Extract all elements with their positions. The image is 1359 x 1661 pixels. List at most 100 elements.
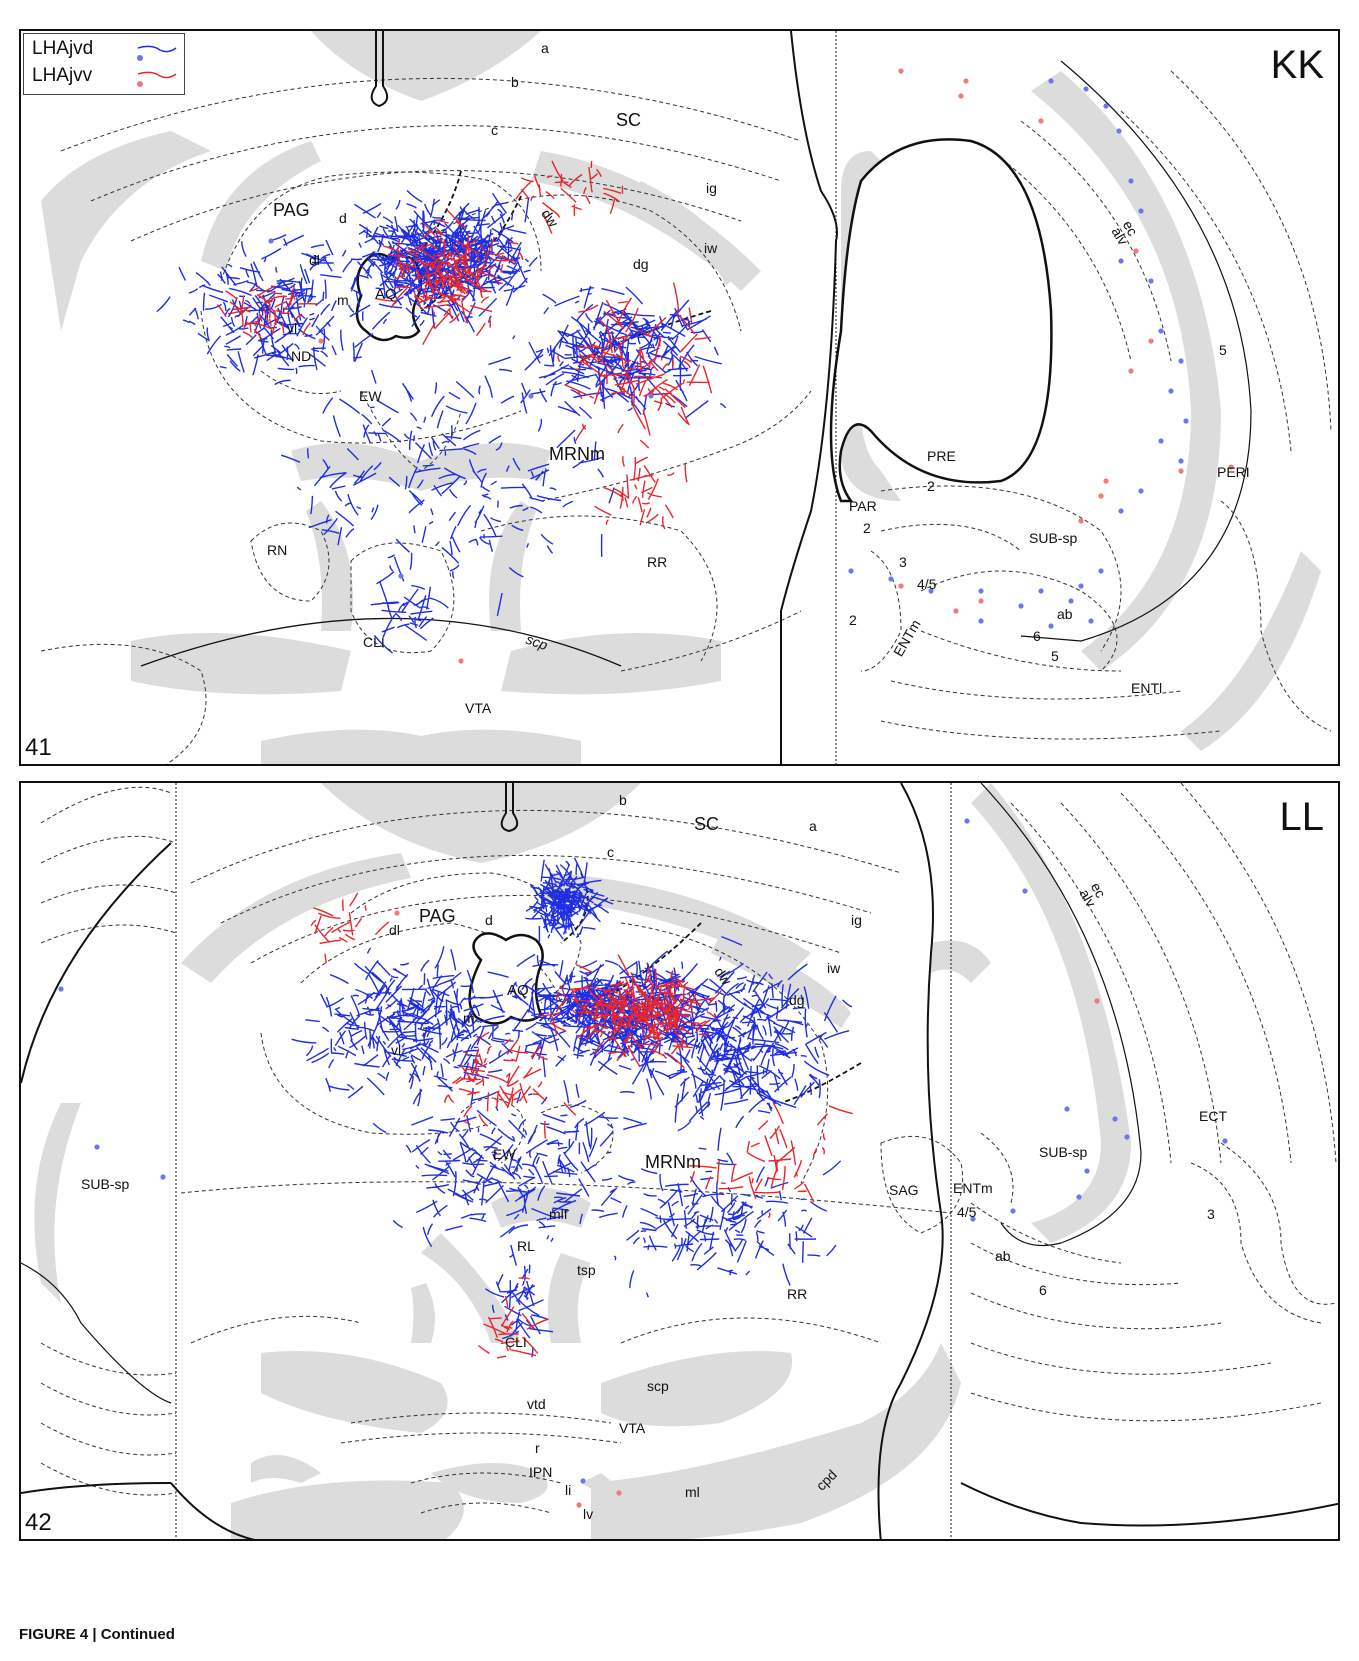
cell-dot bbox=[1038, 588, 1044, 594]
label-nd: ND bbox=[291, 348, 312, 364]
label-tsp: tsp bbox=[577, 1262, 596, 1278]
cell-dot bbox=[848, 568, 854, 574]
labelled-cells bbox=[58, 818, 1228, 1508]
atlas-panel-ll: LL 42 b SC a c PAG d dl ig iw dw dg AQ m… bbox=[19, 781, 1340, 1541]
cell-dot bbox=[160, 1174, 166, 1180]
legend-swatches bbox=[137, 45, 177, 87]
label-rr: RR bbox=[787, 1286, 808, 1302]
solid-outlines bbox=[21, 783, 1338, 1539]
cell-dot bbox=[1048, 78, 1054, 84]
label-5-a: 5 bbox=[1219, 342, 1227, 358]
cell-dot bbox=[1118, 508, 1124, 514]
label-ig: ig bbox=[851, 912, 862, 928]
label-rl: RL bbox=[517, 1238, 535, 1254]
cell-dot bbox=[648, 393, 654, 399]
cell-dot bbox=[963, 78, 969, 84]
cell-dot bbox=[1078, 583, 1084, 589]
cell-dot bbox=[1133, 248, 1139, 254]
cell-dot bbox=[898, 68, 904, 74]
label-r: r bbox=[535, 1440, 540, 1456]
cell-dot bbox=[1116, 128, 1122, 134]
atlas-drawing-ll bbox=[21, 783, 1338, 1539]
label-b: b bbox=[511, 74, 519, 90]
legend: LHAjvd LHAjvv bbox=[23, 33, 185, 95]
figure-caption: FIGURE 4 | Continued bbox=[19, 1626, 175, 1643]
cell-dot bbox=[1138, 488, 1144, 494]
cell-dot bbox=[1084, 1168, 1090, 1174]
cell-dot bbox=[1124, 1134, 1130, 1140]
fiber-tracts bbox=[41, 31, 1321, 764]
cell-dot bbox=[1078, 518, 1084, 524]
cell-dot bbox=[580, 1478, 586, 1484]
label-sub-sp-left: SUB-sp bbox=[81, 1176, 130, 1192]
label-4-5: 4/5 bbox=[957, 1204, 977, 1220]
label-sc: SC bbox=[616, 110, 642, 130]
label-lv: lv bbox=[583, 1506, 594, 1522]
label-c: c bbox=[491, 122, 498, 138]
cell-dot bbox=[1178, 458, 1184, 464]
panel-corner-label: LL bbox=[1279, 795, 1325, 839]
cell-dot bbox=[1098, 493, 1104, 499]
label-c: c bbox=[607, 844, 614, 860]
cell-dot bbox=[398, 573, 404, 579]
atlas-panel-kk: LHAjvd LHAjvv KK 41 a b c SC ig iw dw dg… bbox=[19, 29, 1340, 766]
cell-dot bbox=[1018, 603, 1024, 609]
label-cli: CLI bbox=[363, 634, 385, 650]
cell-dot bbox=[978, 598, 984, 604]
label-entl: ENTl bbox=[1131, 680, 1163, 696]
cell-dot bbox=[1138, 208, 1144, 214]
label-rr: RR bbox=[647, 554, 668, 570]
label-m: m bbox=[463, 1010, 475, 1026]
label-a: a bbox=[541, 40, 549, 56]
cell-dot bbox=[1068, 598, 1074, 604]
cell-dot bbox=[1158, 328, 1164, 334]
label-iw: iw bbox=[704, 240, 718, 256]
cell-dot bbox=[1064, 1106, 1070, 1112]
label-ect: ECT bbox=[1199, 1108, 1227, 1124]
label-dg: dg bbox=[789, 992, 805, 1008]
label-d: d bbox=[339, 210, 347, 226]
cell-dot bbox=[1158, 438, 1164, 444]
cell-dot bbox=[394, 910, 400, 916]
section-number: 41 bbox=[25, 734, 52, 761]
cell-dot bbox=[1022, 888, 1028, 894]
section-number: 42 bbox=[25, 1509, 52, 1536]
label-pre: PRE bbox=[927, 448, 956, 464]
label-sc: SC bbox=[694, 814, 720, 834]
label-2-b: 2 bbox=[863, 520, 871, 536]
label-sub-sp-right: SUB-sp bbox=[1039, 1144, 1088, 1160]
label-ab: ab bbox=[1057, 606, 1073, 622]
label-iw: iw bbox=[827, 960, 841, 976]
label-b: b bbox=[619, 792, 627, 808]
cell-dot bbox=[1228, 464, 1234, 470]
label-2-a: 2 bbox=[927, 478, 935, 494]
cell-dot bbox=[978, 588, 984, 594]
cell-dot bbox=[1128, 178, 1134, 184]
cell-dot bbox=[94, 1144, 100, 1150]
cell-dot bbox=[928, 588, 934, 594]
cell-dot bbox=[898, 583, 904, 589]
label-ipn: IPN bbox=[529, 1464, 553, 1480]
label-2-c: 2 bbox=[849, 612, 857, 628]
label-a: a bbox=[809, 818, 817, 834]
panel-corner-label: KK bbox=[1270, 43, 1324, 87]
label-pag: PAG bbox=[419, 906, 456, 926]
label-ew: EW bbox=[493, 1146, 516, 1162]
cell-dot bbox=[1178, 358, 1184, 364]
solid-outlines bbox=[140, 31, 1252, 764]
cell-dot bbox=[1183, 418, 1189, 424]
lateral-ventricle bbox=[829, 138, 1053, 503]
label-3: 3 bbox=[899, 554, 907, 570]
label-ab: ab bbox=[995, 1248, 1011, 1264]
cell-dot bbox=[616, 1490, 622, 1496]
cell-dot bbox=[958, 93, 964, 99]
label-li: li bbox=[565, 1482, 572, 1498]
atlas-drawing-kk bbox=[40, 31, 1332, 764]
cell-dot bbox=[1076, 1194, 1082, 1200]
label-sag: SAG bbox=[889, 1182, 919, 1198]
cell-dot bbox=[953, 608, 959, 614]
label-ig: ig bbox=[706, 180, 717, 196]
label-dg: dg bbox=[633, 256, 649, 272]
region-boundaries bbox=[40, 783, 1337, 1514]
label-scp: scp bbox=[647, 1378, 669, 1394]
